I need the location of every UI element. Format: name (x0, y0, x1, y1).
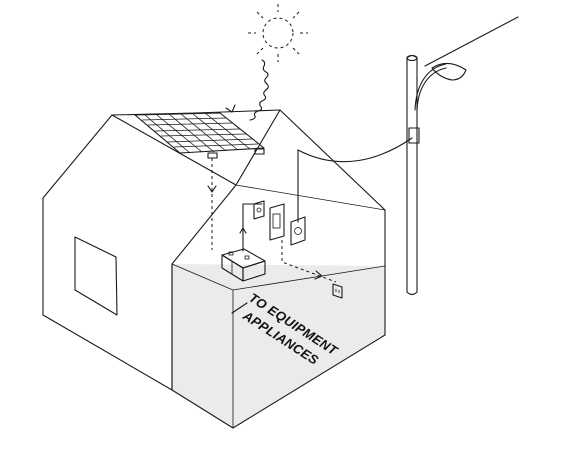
battery-to-controller-wire (239, 203, 263, 252)
inverter-icon (269, 203, 285, 241)
window-icon (74, 236, 118, 316)
charge-controller-icon (253, 200, 265, 220)
panel-to-battery-wire (207, 158, 217, 250)
house-icon (42, 109, 386, 429)
meter-icon (290, 179, 306, 246)
solar-panel-icon (134, 112, 265, 159)
sun-icon (248, 4, 308, 62)
inverter-to-outlet-wire (281, 240, 337, 283)
outlet-icon (332, 283, 343, 299)
power-line-icon (297, 16, 519, 181)
street-lamp-icon (406, 54, 467, 296)
battery-icon (221, 248, 266, 282)
